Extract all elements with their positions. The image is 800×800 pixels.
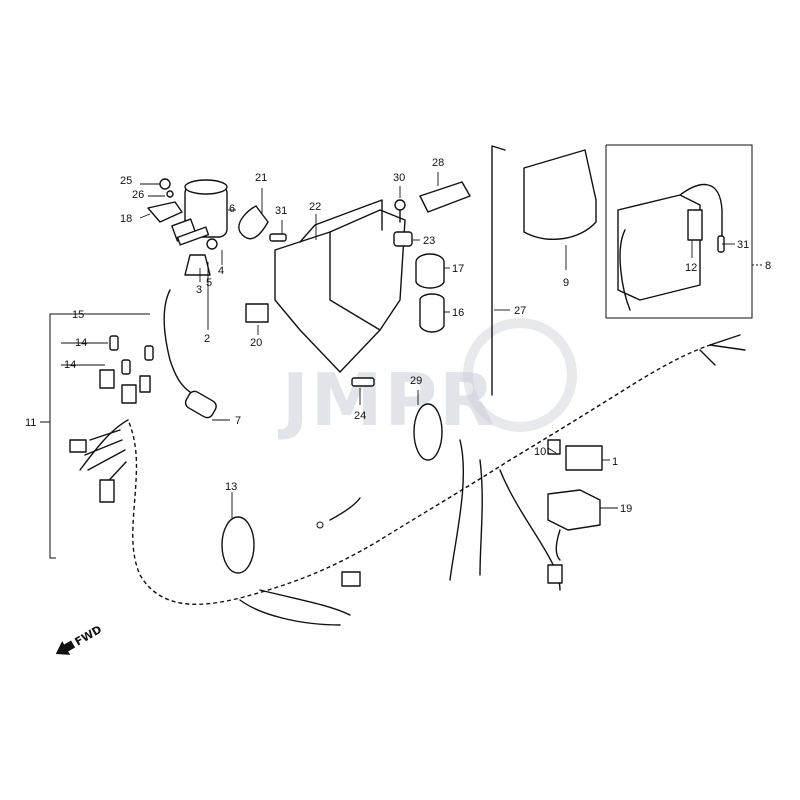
part-21-clamp (238, 205, 269, 240)
callout-16: 16 (452, 307, 464, 319)
callout-19: 19 (620, 503, 632, 515)
callout-24: 24 (354, 410, 366, 422)
part-24-pad (351, 377, 375, 387)
bracket-group-8 (605, 144, 762, 319)
main-wire-harness (79, 334, 746, 626)
callout-20: 20 (250, 337, 262, 349)
callout-25: 25 (120, 175, 132, 187)
callout-6: 6 (229, 203, 235, 215)
part-16-condenser (419, 293, 445, 333)
part-12-fuse-holder (687, 209, 703, 241)
part-29-band (413, 403, 443, 461)
part-13-band (221, 516, 255, 574)
callout-23: 23 (423, 235, 435, 247)
callout-2: 2 (204, 333, 210, 345)
callout-26: 26 (132, 189, 144, 201)
fwd-arrow: FWD (55, 623, 104, 655)
callout-17: 17 (452, 263, 464, 275)
part-7-plug-cap (163, 289, 217, 419)
part-31-fuse-left (269, 233, 287, 242)
callout-30: 30 (393, 172, 405, 184)
connector-harness-1 (341, 571, 361, 587)
part-17-relay (415, 253, 445, 289)
part-9-battery-cover (523, 149, 597, 240)
callout-5: 5 (206, 277, 212, 289)
callout-10: 10 (534, 446, 546, 458)
fwd-label: FWD (73, 623, 104, 649)
part-19-switch (547, 489, 601, 561)
callout-22: 22 (309, 201, 321, 213)
watermark-gear (463, 318, 577, 432)
leader-lines (61, 172, 735, 518)
callout-27: 27 (514, 305, 526, 317)
part-23-grommet (393, 231, 413, 247)
callout-11: 11 (25, 417, 36, 429)
callout-31-left: 31 (275, 205, 287, 217)
callout-18: 18 (120, 213, 132, 225)
part-27-tube (491, 145, 506, 396)
callout-12: 12 (685, 262, 697, 274)
part-1-10-relay (547, 439, 603, 471)
connector-harness-4 (69, 439, 87, 453)
callout-7: 7 (235, 415, 241, 427)
callout-1: 1 (612, 456, 618, 468)
callout-labels: 1 2 3 4 5 6 7 8 9 10 11 12 13 14 14 15 1… (25, 157, 771, 515)
callout-31-right: 31 (737, 239, 749, 251)
callout-8: 8 (765, 260, 771, 272)
watermark-text: JMPR (277, 358, 497, 442)
part-20-connector (245, 303, 269, 323)
connector-harness-2 (547, 564, 563, 584)
part-28-strap (419, 181, 471, 213)
callout-14-lower: 14 (64, 359, 76, 371)
callout-28: 28 (432, 157, 444, 169)
callout-9: 9 (563, 277, 569, 289)
part-8-battery (617, 183, 723, 311)
part-14-15-terminals (99, 335, 154, 404)
callout-29: 29 (410, 375, 422, 387)
part-18-bracket (147, 178, 183, 223)
callout-13: 13 (225, 481, 237, 493)
part-22-battery-box (274, 199, 406, 373)
callout-4: 4 (218, 265, 224, 277)
part-6-ignition-coil (171, 179, 228, 242)
part-30-bolt (394, 199, 406, 223)
callout-14-upper: 14 (75, 337, 87, 349)
part-3-4-5-plug-parts (176, 226, 218, 276)
callout-15: 15 (72, 309, 84, 321)
callout-3: 3 (196, 284, 202, 296)
connector-harness-3 (99, 479, 115, 503)
callout-21: 21 (255, 172, 267, 184)
